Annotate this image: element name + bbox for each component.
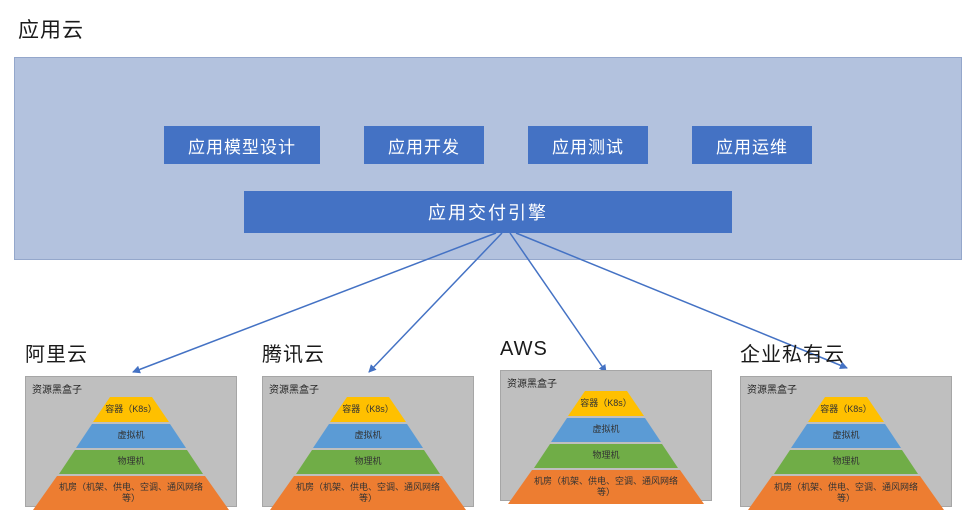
pyramid-layer-container: 容器（K8s） — [508, 391, 704, 416]
module-app-testing: 应用测试 — [528, 126, 648, 164]
infrastructure-pyramid: 容器（K8s） 虚拟机 物理机 机房（机架、供电、空调、通风网络等） — [270, 397, 466, 510]
layer-label: 虚拟机 — [832, 430, 860, 441]
layer-label: 机房（机架、供电、空调、通风网络等） — [533, 475, 678, 497]
layer-label: 物理机 — [117, 456, 145, 467]
infrastructure-pyramid: 容器（K8s） 虚拟机 物理机 机房（机架、供电、空调、通风网络等） — [33, 397, 229, 510]
app-cloud-panel: 应用模型设计 应用开发 应用测试 应用运维 应用交付引擎 — [14, 57, 962, 260]
pyramid-layer-physical-machine: 物理机 — [33, 450, 229, 474]
resource-box-label: 资源黑盒子 — [32, 385, 82, 396]
module-app-operations: 应用运维 — [692, 126, 812, 164]
infrastructure-pyramid: 容器（K8s） 虚拟机 物理机 机房（机架、供电、空调、通风网络等） — [748, 397, 944, 510]
layer-label: 虚拟机 — [354, 430, 382, 441]
resource-black-box: 资源黑盒子 容器（K8s） 虚拟机 物理机 机房（机架、供电、空调、通风网络等） — [500, 370, 712, 501]
page-title: 应用云 — [18, 19, 84, 42]
pyramid-layer-container: 容器（K8s） — [33, 397, 229, 422]
pyramid-layer-datacenter: 机房（机架、供电、空调、通风网络等） — [748, 476, 944, 510]
layer-label: 机房（机架、供电、空调、通风网络等） — [58, 481, 203, 503]
pyramid-layer-datacenter: 机房（机架、供电、空调、通风网络等） — [33, 476, 229, 510]
cloud-label-tencent: 腾讯云 — [262, 344, 325, 366]
cloud-section-aliyun: 阿里云 资源黑盒子 容器（K8s） 虚拟机 物理机 机房（机架、供电、空调、通风… — [25, 338, 237, 507]
app-delivery-engine: 应用交付引擎 — [244, 191, 732, 233]
module-app-model-design: 应用模型设计 — [164, 126, 320, 164]
module-app-development: 应用开发 — [364, 126, 484, 164]
layer-label: 机房（机架、供电、空调、通风网络等） — [295, 481, 440, 503]
infrastructure-pyramid: 容器（K8s） 虚拟机 物理机 机房（机架、供电、空调、通风网络等） — [508, 391, 704, 504]
pyramid-layer-physical-machine: 物理机 — [270, 450, 466, 474]
layer-label: 容器（K8s） — [105, 403, 157, 414]
layer-label: 容器（K8s） — [820, 403, 872, 414]
cloud-section-tencent: 腾讯云 资源黑盒子 容器（K8s） 虚拟机 物理机 机房（机架、供电、空调、通风… — [262, 338, 474, 507]
layer-label: 虚拟机 — [117, 430, 145, 441]
cloud-section-aws: AWS 资源黑盒子 容器（K8s） 虚拟机 物理机 机房（机架、供电、空调、通风… — [500, 338, 712, 501]
layer-label: 物理机 — [354, 456, 382, 467]
pyramid-layer-datacenter: 机房（机架、供电、空调、通风网络等） — [508, 470, 704, 504]
resource-black-box: 资源黑盒子 容器（K8s） 虚拟机 物理机 机房（机架、供电、空调、通风网络等） — [25, 376, 237, 507]
pyramid-layer-container: 容器（K8s） — [748, 397, 944, 422]
pyramid-layer-virtual-machine: 虚拟机 — [508, 418, 704, 442]
app-modules-row: 应用模型设计 应用开发 应用测试 应用运维 — [15, 126, 961, 164]
cloud-label-private: 企业私有云 — [740, 344, 845, 366]
layer-label: 虚拟机 — [592, 424, 620, 435]
cloud-section-private: 企业私有云 资源黑盒子 容器（K8s） 虚拟机 物理机 机房（机架、供电、空调、… — [740, 338, 952, 507]
layer-label: 机房（机架、供电、空调、通风网络等） — [773, 481, 918, 503]
pyramid-layer-container: 容器（K8s） — [270, 397, 466, 422]
resource-box-label: 资源黑盒子 — [507, 379, 557, 390]
resource-box-label: 资源黑盒子 — [269, 385, 319, 396]
resource-box-label: 资源黑盒子 — [747, 385, 797, 396]
pyramid-layer-virtual-machine: 虚拟机 — [270, 424, 466, 448]
cloud-label-aliyun: 阿里云 — [25, 344, 88, 366]
cloud-label-aws: AWS — [500, 338, 548, 360]
pyramid-layer-virtual-machine: 虚拟机 — [748, 424, 944, 448]
pyramid-layer-physical-machine: 物理机 — [508, 444, 704, 468]
layer-label: 物理机 — [832, 456, 860, 467]
pyramid-layer-virtual-machine: 虚拟机 — [33, 424, 229, 448]
pyramid-layer-physical-machine: 物理机 — [748, 450, 944, 474]
resource-black-box: 资源黑盒子 容器（K8s） 虚拟机 物理机 机房（机架、供电、空调、通风网络等） — [262, 376, 474, 507]
resource-black-box: 资源黑盒子 容器（K8s） 虚拟机 物理机 机房（机架、供电、空调、通风网络等） — [740, 376, 952, 507]
layer-label: 物理机 — [592, 450, 620, 461]
pyramid-layer-datacenter: 机房（机架、供电、空调、通风网络等） — [270, 476, 466, 510]
layer-label: 容器（K8s） — [342, 403, 394, 414]
layer-label: 容器（K8s） — [580, 397, 632, 408]
